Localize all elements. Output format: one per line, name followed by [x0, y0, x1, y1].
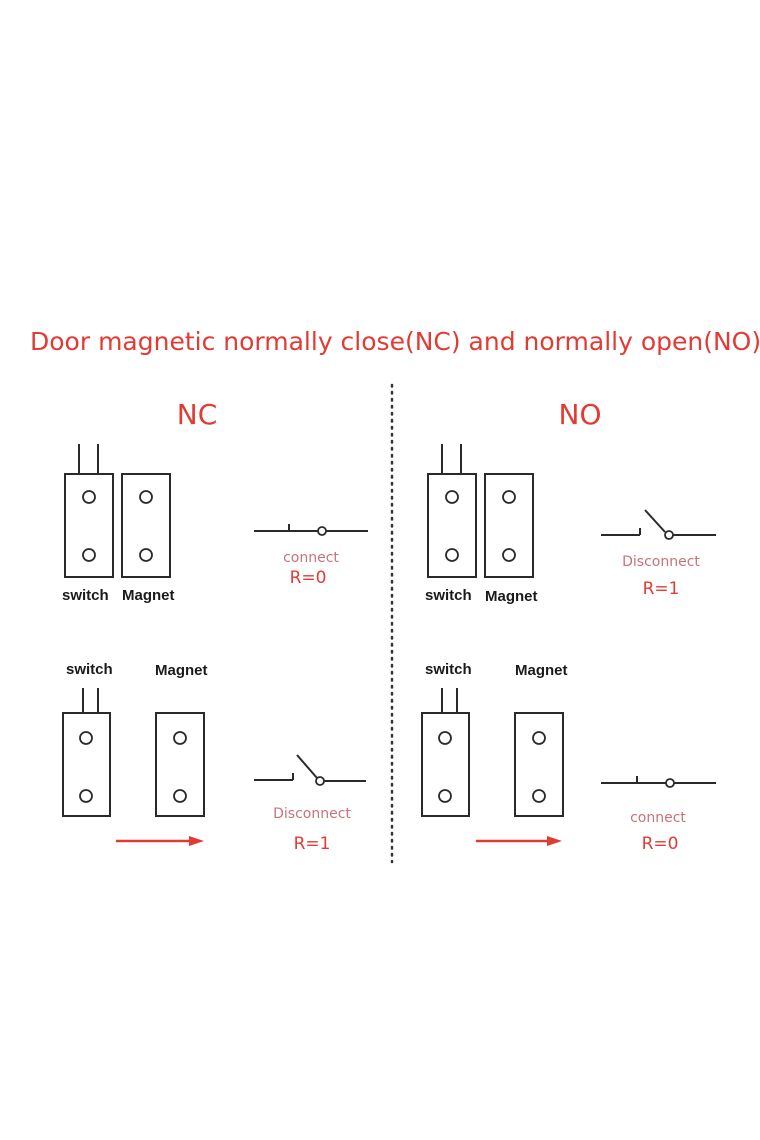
no-open-status: connect: [630, 810, 686, 826]
mounting-hole: [139, 490, 153, 504]
nc-open-switch-symbol: [254, 754, 366, 786]
mounting-hole: [438, 789, 452, 803]
mounting-hole: [445, 490, 459, 504]
mounting-hole: [82, 548, 96, 562]
arrow-head: [189, 836, 204, 846]
mounting-hole: [438, 731, 452, 745]
no-open-arrow: [476, 836, 562, 846]
nc-open-switch-label: switch: [66, 661, 113, 678]
contact-pivot: [317, 526, 327, 536]
mounting-hole: [79, 789, 93, 803]
mounting-hole: [532, 731, 546, 745]
mounting-hole: [502, 490, 516, 504]
nc-closed-switch-symbol: [254, 524, 368, 536]
no-closed-status: Disconnect: [622, 554, 700, 570]
no-open-switch-label: switch: [425, 661, 472, 678]
mounting-hole: [502, 548, 516, 562]
no-open-sensor: [421, 688, 564, 817]
no-open-magnet-label: Magnet: [515, 662, 568, 679]
no-closed-resistance: R=1: [643, 579, 680, 599]
nc-closed-resistance: R=0: [290, 568, 327, 588]
no-open-resistance: R=0: [642, 834, 679, 854]
mounting-hole: [79, 731, 93, 745]
mounting-hole: [532, 789, 546, 803]
nc-heading: NC: [177, 398, 218, 431]
no-closed-magnet-label: Magnet: [485, 588, 538, 605]
mounting-hole: [173, 789, 187, 803]
no-open-switch-symbol: [601, 776, 716, 788]
no-heading: NO: [559, 398, 602, 431]
contact-blade: [644, 509, 666, 533]
contact-pivot: [315, 776, 325, 786]
nc-closed-switch-label: switch: [62, 587, 109, 604]
contact-pivot: [665, 778, 675, 788]
no-closed-switch-symbol: [601, 509, 716, 540]
mounting-hole: [445, 548, 459, 562]
arrow-head: [547, 836, 562, 846]
contact-pivot: [664, 530, 674, 540]
diagram-title: Door magnetic normally close(NC) and nor…: [30, 327, 760, 356]
nc-open-sensor: [62, 688, 205, 817]
contact-blade: [296, 754, 318, 779]
nc-closed-sensor: [64, 444, 171, 578]
nc-open-magnet-label: Magnet: [155, 662, 208, 679]
no-closed-sensor: [427, 444, 534, 578]
mounting-hole: [82, 490, 96, 504]
no-closed-switch-label: switch: [425, 587, 472, 604]
nc-closed-magnet-label: Magnet: [122, 587, 175, 604]
nc-open-status: Disconnect: [273, 806, 351, 822]
nc-open-arrow: [116, 836, 204, 846]
nc-closed-status: connect: [283, 550, 339, 566]
mounting-hole: [139, 548, 153, 562]
nc-open-resistance: R=1: [294, 834, 331, 854]
mounting-hole: [173, 731, 187, 745]
